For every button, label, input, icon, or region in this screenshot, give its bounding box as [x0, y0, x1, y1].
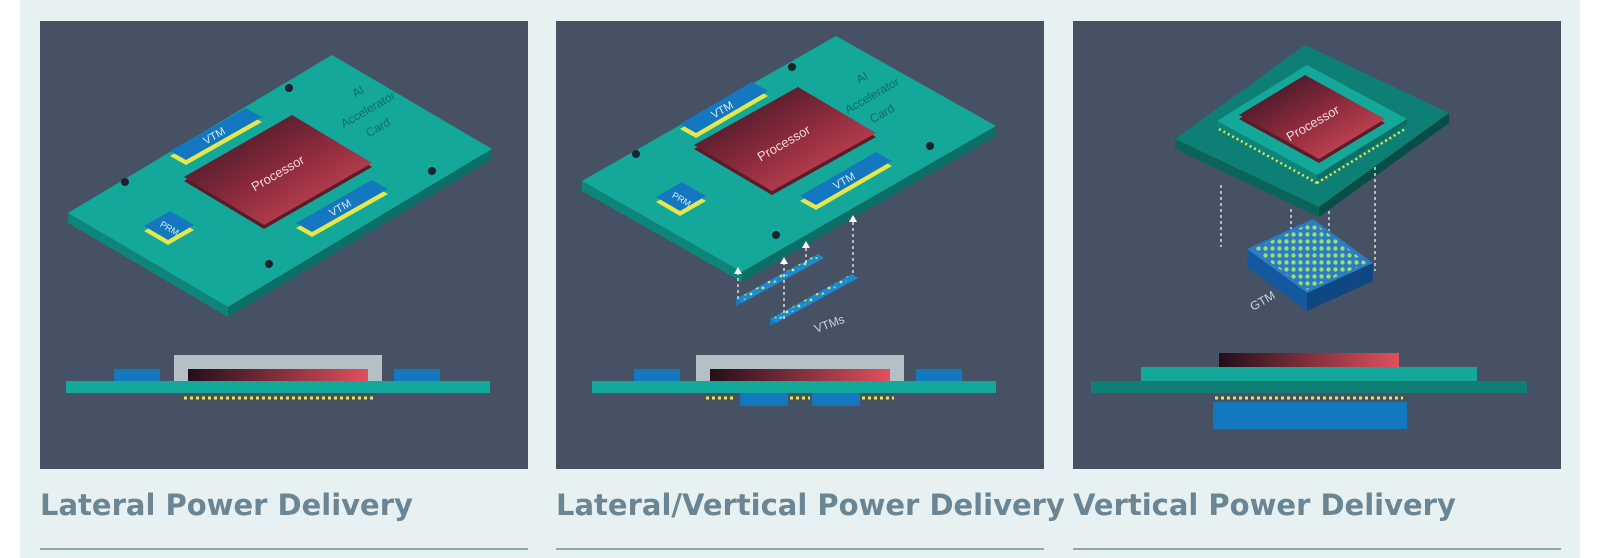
arrow-heads [734, 215, 857, 274]
vtm-side-left [114, 369, 160, 382]
processor-side [1219, 353, 1399, 367]
lateral-diagram: Processor VTM VTM PRM AI Accelerator Car… [66, 55, 492, 400]
package-side [1141, 367, 1477, 381]
panel-vertical: Processor GTM [1073, 21, 1561, 469]
mounting-holes [632, 63, 934, 239]
panel-lateral-vertical: Processor VTM VTM PRM AI Accelerator Car… [556, 21, 1044, 469]
processor-side [710, 369, 890, 383]
vtm-module-top: VTM [680, 82, 768, 138]
board-side [592, 381, 996, 393]
cross-section [592, 355, 996, 406]
panel-lateral: Processor VTM VTM PRM AI Accelerator Car… [40, 21, 528, 469]
vtm-module-top: VTM [170, 108, 262, 165]
board-side [66, 381, 490, 393]
caption-vertical: Vertical Power Delivery [1073, 488, 1456, 522]
gtm-label: GTM [1248, 288, 1278, 313]
cross-section [66, 355, 490, 400]
cross-section [1091, 353, 1527, 429]
processor-side [188, 369, 368, 383]
board-side [1091, 381, 1527, 393]
vtm-under-left [740, 393, 788, 406]
mounting-holes [121, 84, 436, 268]
processor-chip: Processor [184, 115, 372, 229]
vertical-diagram: Processor GTM [1091, 45, 1527, 429]
gtm-module: GTM [1247, 219, 1373, 314]
vtm-module-bottom: VTM [800, 152, 892, 210]
prm-module: PRM [144, 211, 194, 245]
divider-vertical [1073, 548, 1561, 550]
divider-lateral [40, 548, 528, 550]
caption-lateral-vertical: Lateral/Vertical Power Delivery [556, 488, 1065, 522]
lateral-vertical-diagram: Processor VTM VTM PRM AI Accelerator Car… [582, 36, 996, 406]
caption-lateral: Lateral Power Delivery [40, 488, 413, 522]
vtm-module-bottom: VTM [296, 180, 388, 237]
prm-module: PRM [656, 182, 706, 216]
processor-chip: Processor [1239, 75, 1385, 163]
vtms-label: VTMs [812, 312, 846, 336]
processor-chip: Processor [694, 87, 876, 195]
gtm-side [1213, 402, 1407, 429]
divider-lateral-vertical [556, 548, 1044, 550]
vtm-side-right [394, 369, 440, 382]
vtm-side-left [634, 369, 680, 382]
vtm-modules-detached [736, 254, 858, 326]
vtm-side-right [916, 369, 962, 382]
vtm-under-right [812, 393, 860, 406]
